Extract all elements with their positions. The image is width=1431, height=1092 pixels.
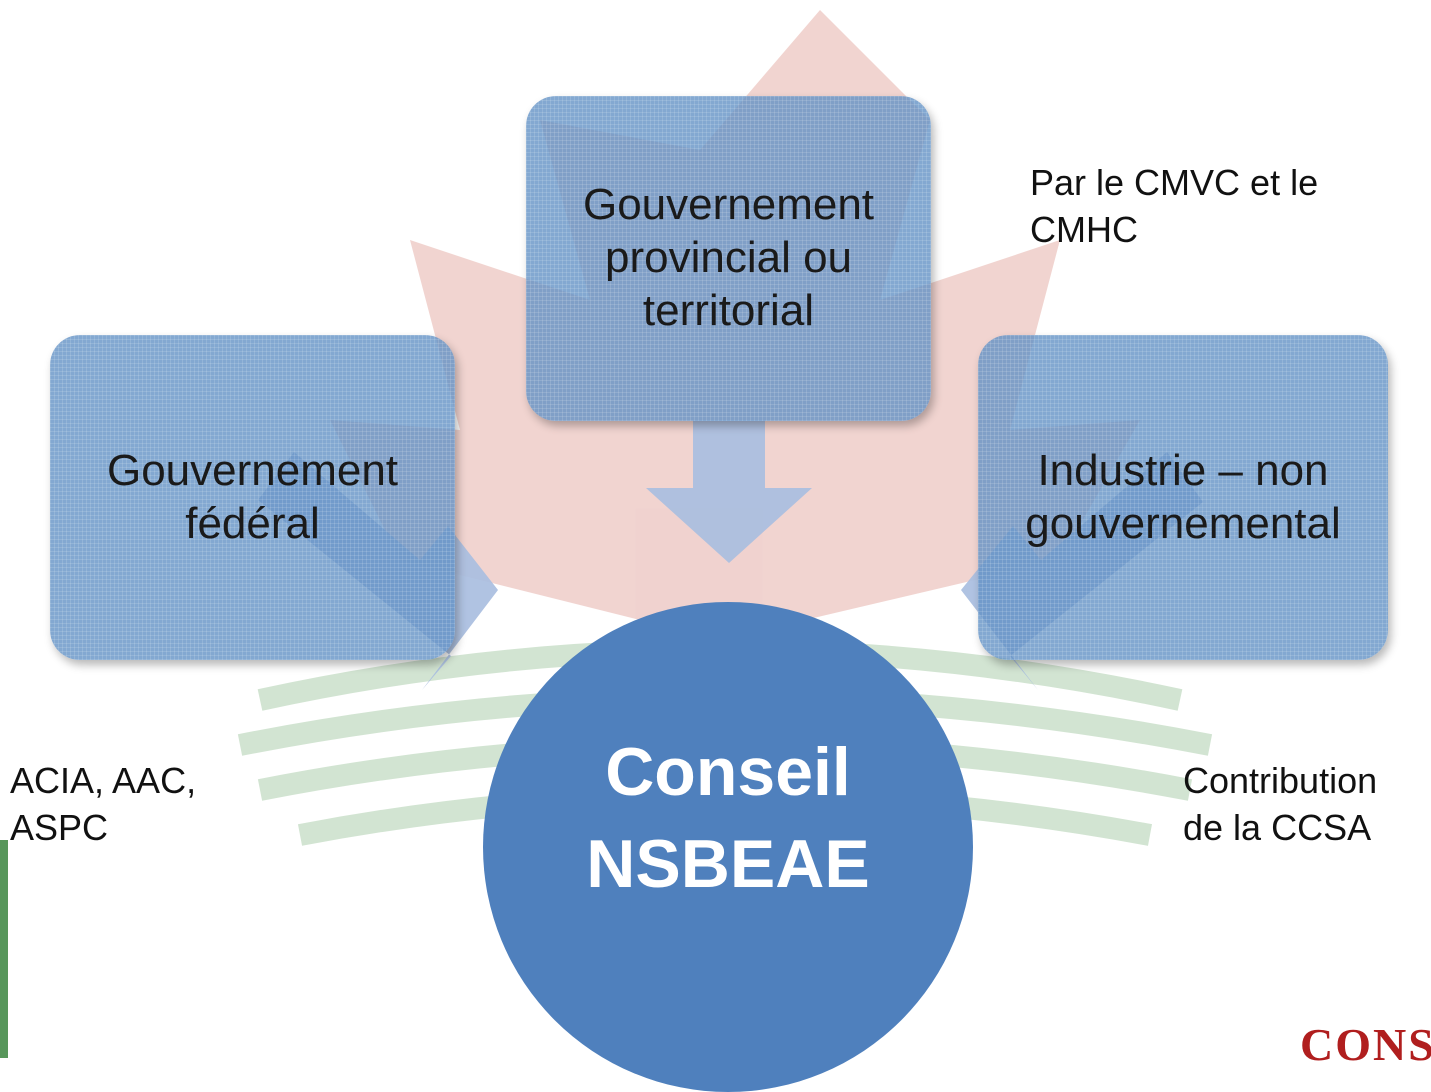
industry-note: Contribution de la CCSA	[1183, 758, 1431, 852]
federal-box-line-2: fédéral	[185, 498, 320, 548]
council-circle-line-2: NSBEAE	[586, 826, 870, 902]
industry-note-line-1: Contribution	[1183, 760, 1378, 801]
provincial-box-line-2: provincial ou	[604, 233, 853, 283]
federal-government-box: Gouvernement fédéral	[50, 335, 455, 660]
arrow-from-provincial	[646, 420, 812, 563]
provincial-box-line-1: Gouvernement	[582, 180, 875, 230]
industry-box-line-2: gouvernemental	[1025, 498, 1341, 548]
industry-box-line-1: Industrie – non	[1037, 445, 1329, 495]
council-circle: Conseil NSBEAE	[483, 602, 973, 1092]
provincial-government-box: Gouvernement provincial ou territorial	[526, 96, 931, 421]
federal-box-line-1: Gouvernement	[106, 445, 399, 495]
council-circle-line-1: Conseil	[605, 734, 851, 811]
industry-box: Industrie – non gouvernemental	[978, 335, 1388, 660]
federal-note-line-2: ASPC	[10, 806, 109, 848]
provincial-note-line-1: Par le CMVC et le	[1030, 162, 1319, 203]
provincial-note: Par le CMVC et le CMHC	[1030, 160, 1410, 254]
provincial-note-line-2: CMHC	[1030, 208, 1138, 250]
left-edge-green-bar	[0, 840, 8, 1058]
logo-text: CONSE	[1300, 1019, 1431, 1070]
federal-note: ACIA, AAC, ASPC	[10, 758, 310, 852]
industry-note-line-2: de la CCSA	[1183, 806, 1372, 848]
provincial-box-line-3: territorial	[642, 285, 815, 335]
federal-note-line-1: ACIA, AAC,	[10, 760, 197, 801]
